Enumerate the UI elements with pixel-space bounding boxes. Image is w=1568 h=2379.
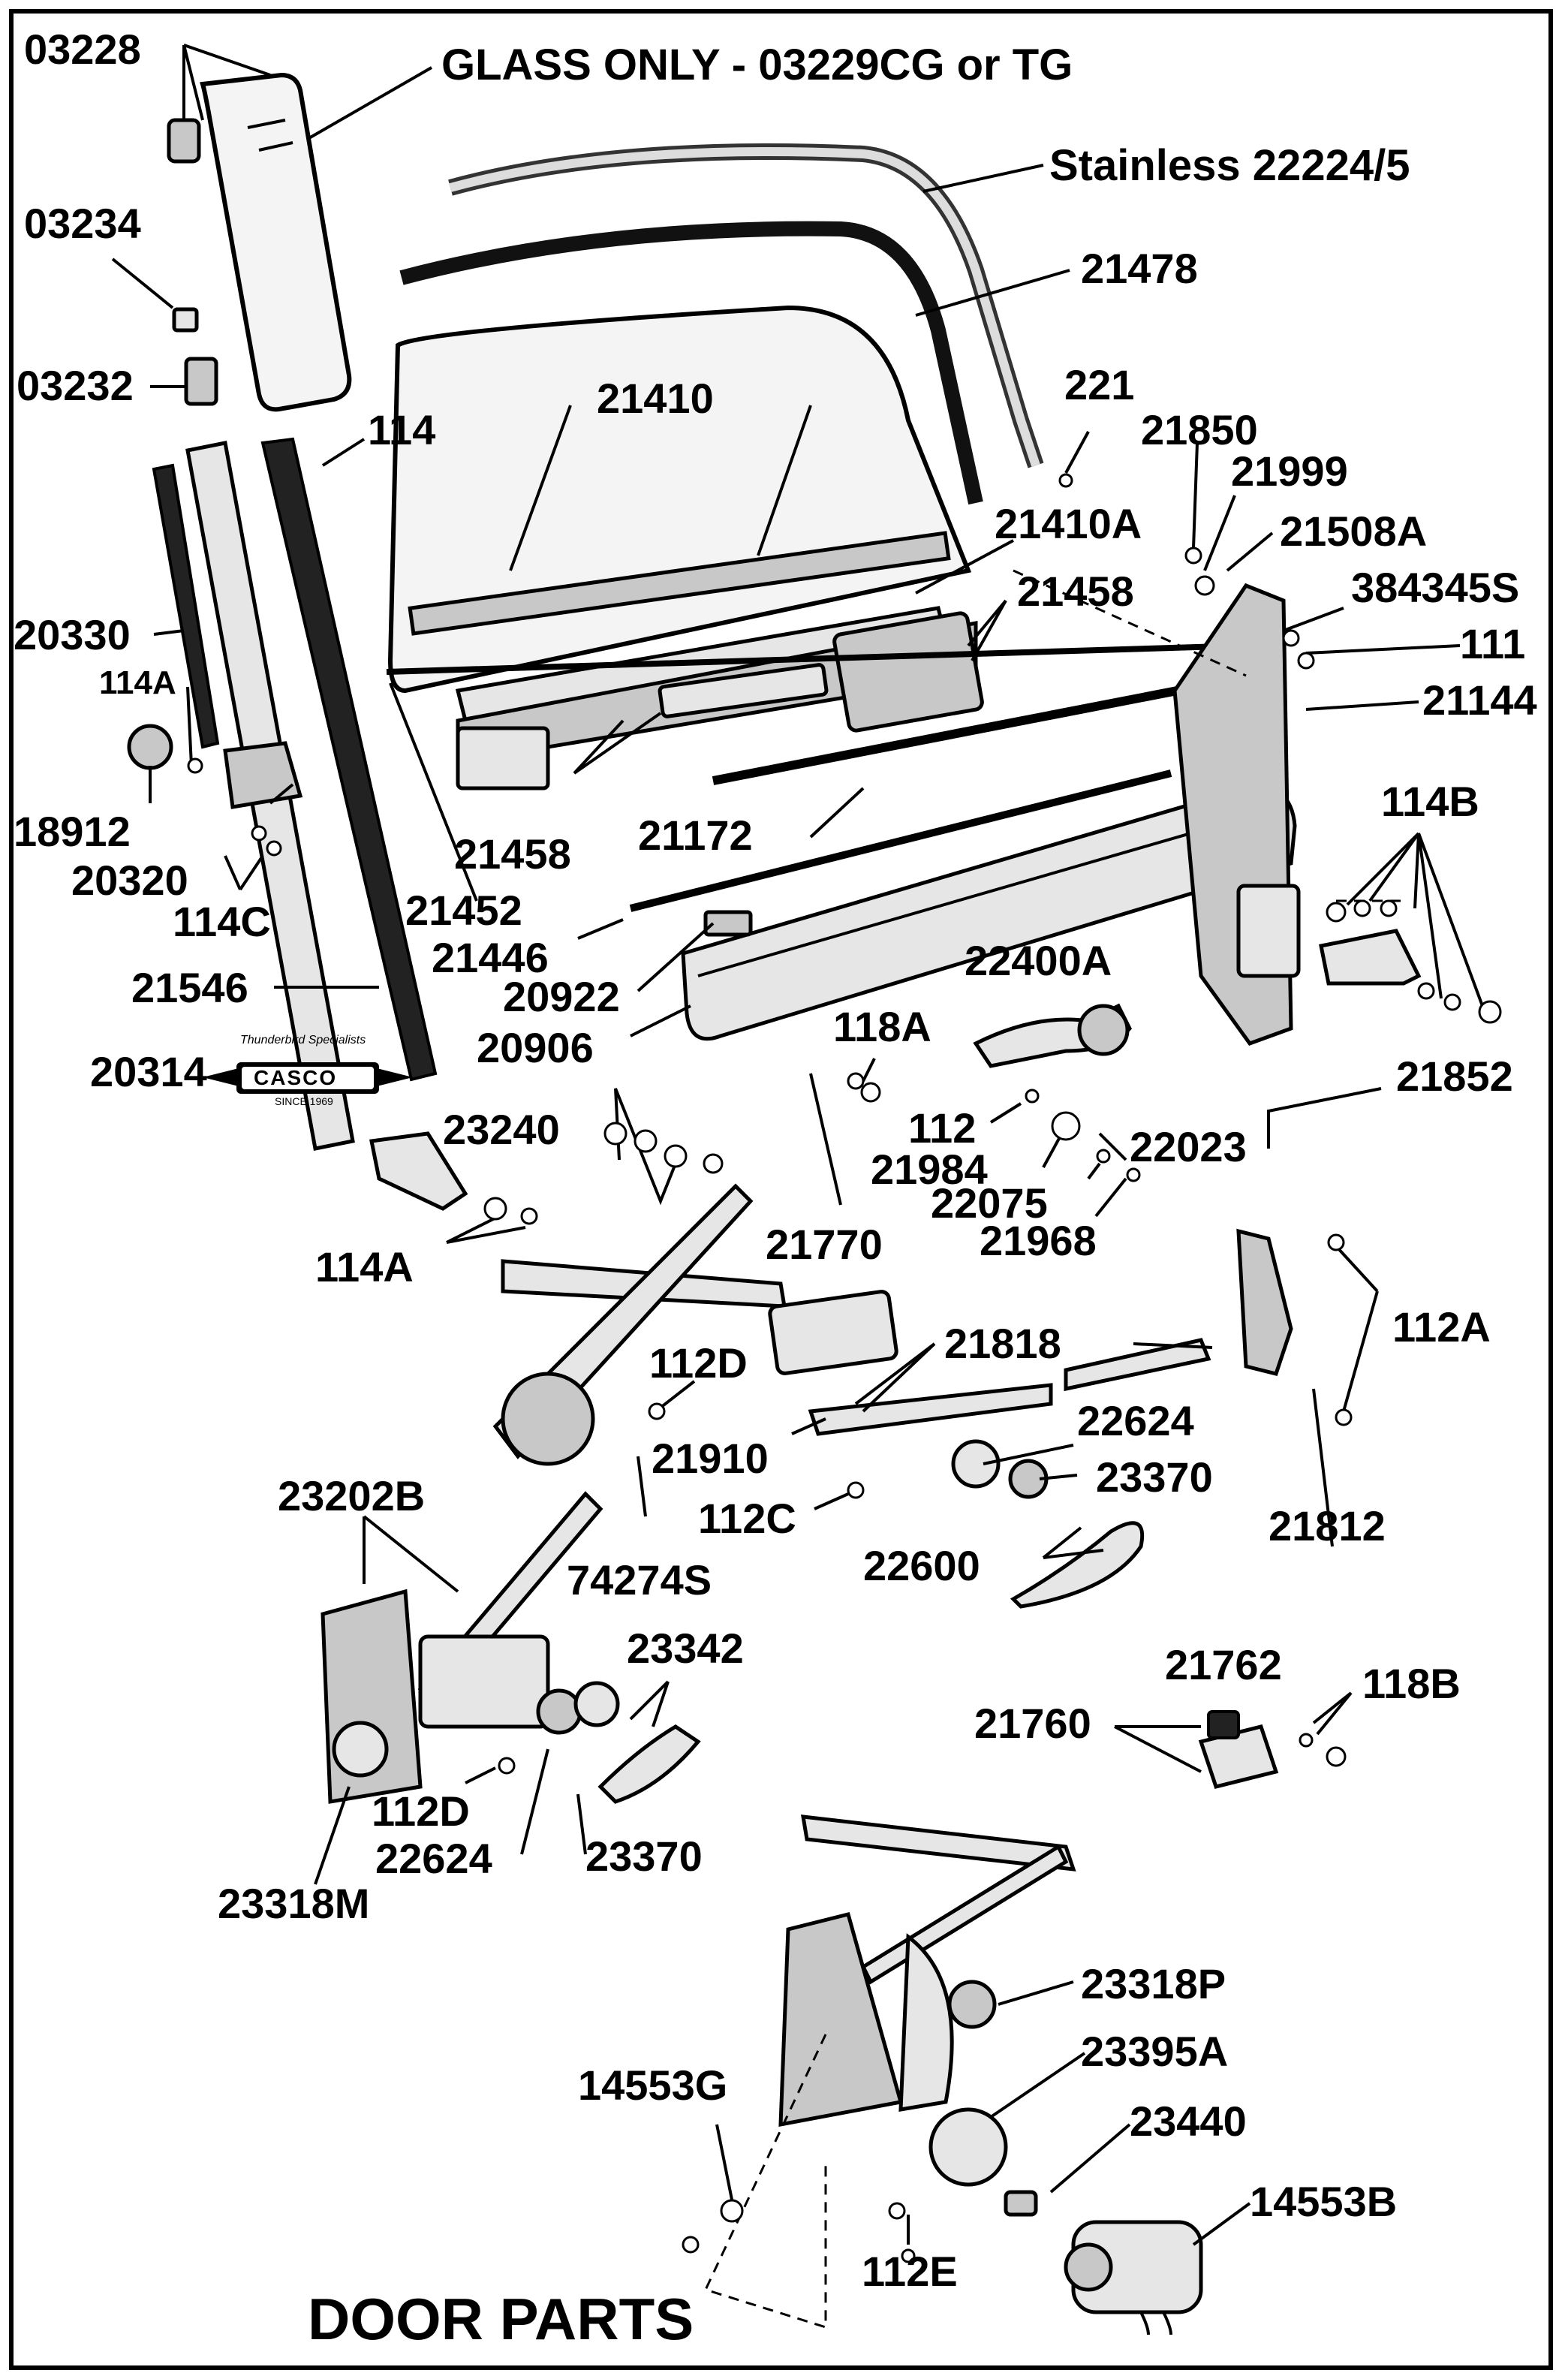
label-22624-top: 22624 xyxy=(1077,1397,1194,1444)
label-21458-mid: 21458 xyxy=(454,830,571,878)
label-glass-only: GLASS ONLY - 03229CG or TG xyxy=(441,41,1073,89)
upper-frame-moldings xyxy=(399,143,1044,505)
label-21172: 21172 xyxy=(638,812,753,859)
label-23342: 23342 xyxy=(627,1625,744,1672)
label-03228: 03228 xyxy=(24,26,141,73)
label-114: 114 xyxy=(368,406,436,453)
label-20320: 20320 xyxy=(71,857,188,904)
label-21760: 21760 xyxy=(974,1700,1091,1747)
label-221: 221 xyxy=(1064,361,1135,408)
label-112C: 112C xyxy=(698,1495,796,1542)
label-20330: 20330 xyxy=(14,611,131,658)
label-112D-bot: 112D xyxy=(372,1787,470,1835)
window-regulator-manual xyxy=(492,1183,1293,1466)
label-20922: 20922 xyxy=(503,973,620,1020)
label-21818: 21818 xyxy=(944,1320,1061,1367)
label-118B: 118B xyxy=(1362,1660,1461,1707)
label-14553G: 14553G xyxy=(578,2061,728,2109)
label-22624-bot: 22624 xyxy=(375,1835,492,1882)
label-114A-top: 114A xyxy=(99,664,176,701)
casco-logo xyxy=(203,1062,413,1094)
label-21999: 21999 xyxy=(1231,447,1348,495)
label-22400A: 22400A xyxy=(965,937,1112,984)
front-run-channels xyxy=(127,437,468,1211)
label-03232: 03232 xyxy=(17,362,134,409)
label-114A-bot: 114A xyxy=(315,1243,414,1290)
label-118A: 118A xyxy=(833,1003,931,1050)
label-112E: 112E xyxy=(862,2248,958,2295)
label-21452: 21452 xyxy=(405,887,522,934)
label-21144: 21144 xyxy=(1422,676,1537,724)
label-20314: 20314 xyxy=(90,1048,207,1095)
label-22023: 22023 xyxy=(1130,1123,1247,1170)
door-glass xyxy=(387,305,972,694)
page-title: DOOR PARTS xyxy=(308,2286,694,2352)
label-23240: 23240 xyxy=(443,1106,560,1153)
label-21984: 21984 xyxy=(871,1146,988,1193)
glass-channel xyxy=(386,606,1247,790)
label-21812: 21812 xyxy=(1269,1502,1386,1549)
label-21446: 21446 xyxy=(432,934,549,981)
label-18912: 18912 xyxy=(14,808,131,855)
label-112D-top: 112D xyxy=(649,1339,748,1387)
fasteners xyxy=(187,473,1502,2263)
label-384345S: 384345S xyxy=(1351,564,1520,611)
label-21508A: 21508A xyxy=(1280,507,1428,555)
label-21910: 21910 xyxy=(652,1435,769,1482)
label-112: 112 xyxy=(908,1104,977,1152)
label-21968: 21968 xyxy=(980,1217,1097,1264)
label-21850: 21850 xyxy=(1141,406,1258,453)
logo-brand: CASCO xyxy=(254,1066,338,1089)
bracket-21760 xyxy=(1198,1710,1279,1789)
label-21410: 21410 xyxy=(597,375,714,422)
label-114C: 114C xyxy=(173,898,271,945)
label-21458-top: 21458 xyxy=(1017,568,1134,615)
label-23318M: 23318M xyxy=(218,1880,370,1927)
logo-tagline: Thunderbird Specialists xyxy=(240,1034,366,1046)
label-112A: 112A xyxy=(1392,1303,1491,1351)
label-03234: 03234 xyxy=(24,200,141,247)
mirror-assembly xyxy=(167,72,352,412)
label-21410A: 21410A xyxy=(995,500,1142,547)
label-23395A: 23395A xyxy=(1081,2028,1229,2075)
label-stainless: Stainless 22224/5 xyxy=(1049,141,1410,190)
label-21546: 21546 xyxy=(131,964,248,1011)
door-handles xyxy=(951,1003,1145,1609)
label-23370-top: 23370 xyxy=(1096,1453,1213,1501)
label-22600: 22600 xyxy=(863,1542,980,1589)
label-23370-bot: 23370 xyxy=(585,1832,703,1880)
label-21770: 21770 xyxy=(766,1221,883,1268)
rods xyxy=(629,679,1217,912)
label-111: 111 xyxy=(1460,620,1526,667)
label-23318P: 23318P xyxy=(1081,1960,1226,2007)
power-regulator xyxy=(778,1814,1203,2335)
lower-regulator xyxy=(321,1491,701,1804)
logo-since: SINCE 1969 xyxy=(275,1095,333,1107)
rear-run-channel xyxy=(1172,583,1422,1046)
label-22075: 22075 xyxy=(931,1179,1048,1227)
label-21478: 21478 xyxy=(1081,245,1198,292)
label-23440: 23440 xyxy=(1130,2097,1247,2145)
label-20906: 20906 xyxy=(477,1024,594,1071)
label-21852: 21852 xyxy=(1396,1052,1513,1100)
label-114B: 114B xyxy=(1381,778,1479,825)
label-14553B: 14553B xyxy=(1250,2178,1398,2225)
label-23202B: 23202B xyxy=(278,1472,426,1519)
label-74274S: 74274S xyxy=(567,1556,712,1604)
label-21762: 21762 xyxy=(1165,1641,1282,1688)
